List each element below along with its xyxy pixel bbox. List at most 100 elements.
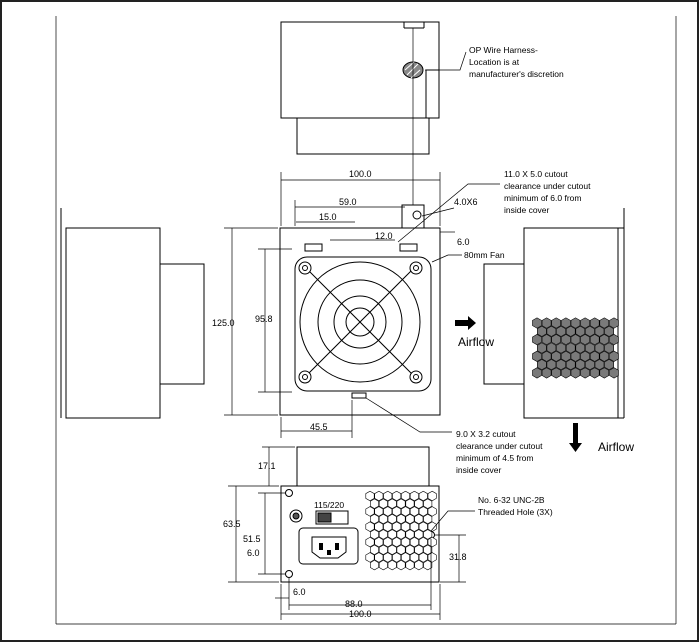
rear-vent-hex xyxy=(396,513,406,525)
rear-vent-hex xyxy=(378,529,388,540)
right-vent-hex xyxy=(580,334,590,346)
right-vent-hex xyxy=(546,359,557,371)
dim-12: 12.0 xyxy=(375,231,393,241)
bracket-hole-icon xyxy=(412,210,422,220)
right-vent-hex xyxy=(556,342,566,354)
rear-vent-hex xyxy=(387,498,397,509)
right-vent-hex xyxy=(561,317,571,329)
right-vent-hex xyxy=(541,317,552,329)
harness-note-line-1: OP Wire Harness- xyxy=(469,45,538,55)
right-vent-hex xyxy=(594,342,605,354)
rear-vent-hex xyxy=(374,521,384,532)
dim-6-bottom: 6.0 xyxy=(293,587,306,597)
cutout-bottom-line-4: inside cover xyxy=(456,465,502,475)
cutout-top-line-4: inside cover xyxy=(504,205,550,215)
cutout-bottom-line-2: clearance under cutout xyxy=(456,441,543,451)
dim-15: 15.0 xyxy=(319,212,337,222)
right-vent-hex xyxy=(556,359,566,371)
right-vent-hex xyxy=(551,317,562,329)
right-vent-hex xyxy=(575,325,586,337)
right-vent-hex xyxy=(589,350,600,362)
rear-vent-hex xyxy=(369,529,379,540)
right-vent-hex xyxy=(594,325,605,337)
right-vent-hex xyxy=(541,334,552,346)
right-vent-hex xyxy=(594,359,605,371)
fan-screw-bl-icon xyxy=(298,370,312,384)
right-vent-hex xyxy=(589,367,600,379)
right-side-housing xyxy=(483,263,525,385)
right-vent-hex xyxy=(541,367,552,379)
right-vent-hex xyxy=(589,334,600,346)
right-vent-hex xyxy=(546,325,557,337)
right-vent-hex xyxy=(604,342,615,354)
right-vent-hex xyxy=(580,367,590,379)
ac-pin-ground xyxy=(327,550,331,555)
rear-vent-hex xyxy=(387,513,397,525)
cutout-top-line-3: minimum of 6.0 from xyxy=(504,193,581,203)
voltage-label: 115/220 xyxy=(314,500,344,510)
rear-vent-hex xyxy=(418,490,428,502)
ac-pin-right xyxy=(335,543,339,550)
airflow-down-arrow-icon xyxy=(569,423,582,452)
rear-vent-hex xyxy=(369,544,379,555)
right-vent-hex xyxy=(561,334,571,346)
fan-label: 80mm Fan xyxy=(464,250,505,260)
fan-screw-hole-tl xyxy=(302,265,308,271)
fan-strut-2 xyxy=(307,269,413,375)
rear-vent-hex xyxy=(405,513,415,525)
thread-leader xyxy=(430,510,475,532)
mount-hole-tl-icon xyxy=(285,489,293,497)
rear-vent-hex xyxy=(414,513,424,525)
harness-note-line-3: manufacturer's discretion xyxy=(469,69,564,79)
rear-vent-hex xyxy=(378,559,388,571)
dim-31-8: 31.8 xyxy=(449,552,467,562)
right-vent-hex xyxy=(532,334,542,346)
hole-leader xyxy=(421,207,455,217)
thread-note-line-1: No. 6-32 UNC-2B xyxy=(478,495,545,505)
dim-51-5: 51.5 xyxy=(243,534,261,544)
ground-screw-inner xyxy=(292,512,300,520)
thread-note-line-2: Threaded Hole (3X) xyxy=(478,507,553,517)
rear-vent-hex xyxy=(427,490,437,502)
right-vent-hex xyxy=(536,359,547,371)
fan-screw-hole-tr xyxy=(413,265,419,271)
harness-note-line-2: Location is at xyxy=(469,57,520,67)
right-vent-hex xyxy=(570,334,581,346)
right-vent-hex xyxy=(580,317,590,329)
rear-vent-hex xyxy=(409,490,419,502)
right-vent-hex xyxy=(575,359,586,371)
rear-vent-hex xyxy=(427,536,437,548)
top-cutout-right xyxy=(399,243,418,252)
rear-vent-hex xyxy=(423,544,433,555)
right-vent-hex xyxy=(609,334,619,346)
right-vent-hex xyxy=(609,367,619,379)
right-vent-hex xyxy=(536,325,547,337)
dim-17-1: 17.1 xyxy=(258,461,276,471)
rear-vent-hex xyxy=(409,506,419,517)
rear-vent-hex xyxy=(418,506,428,517)
right-vent-hex xyxy=(585,342,595,354)
rear-vent-hex xyxy=(418,536,428,548)
right-vent-hex xyxy=(609,317,619,329)
left-side-view xyxy=(60,208,205,419)
rear-vent-hex xyxy=(423,513,433,525)
right-vent-hex xyxy=(570,367,581,379)
rear-vent-hex xyxy=(374,536,384,548)
right-vent-hex xyxy=(565,359,576,371)
rear-vent-hex xyxy=(409,521,419,532)
rear-vent-hex xyxy=(396,544,406,555)
airflow-right-label: Airflow xyxy=(458,335,494,349)
rear-vent-hex xyxy=(409,536,419,548)
left-side-panel xyxy=(65,227,161,419)
right-vent-hex xyxy=(589,317,600,329)
rear-vent-hex xyxy=(374,552,384,563)
top-cutout-left xyxy=(304,243,323,252)
dim-6-left: 6.0 xyxy=(247,548,260,558)
right-vent-hex xyxy=(561,350,571,362)
dim-hole: 4.0X6 xyxy=(454,197,478,207)
right-vent-hex xyxy=(585,325,595,337)
fan-ring-3 xyxy=(333,295,387,349)
fan-screw-hole-br xyxy=(413,374,419,380)
right-vent-hex xyxy=(532,317,542,329)
rear-vent-hex xyxy=(365,490,375,502)
